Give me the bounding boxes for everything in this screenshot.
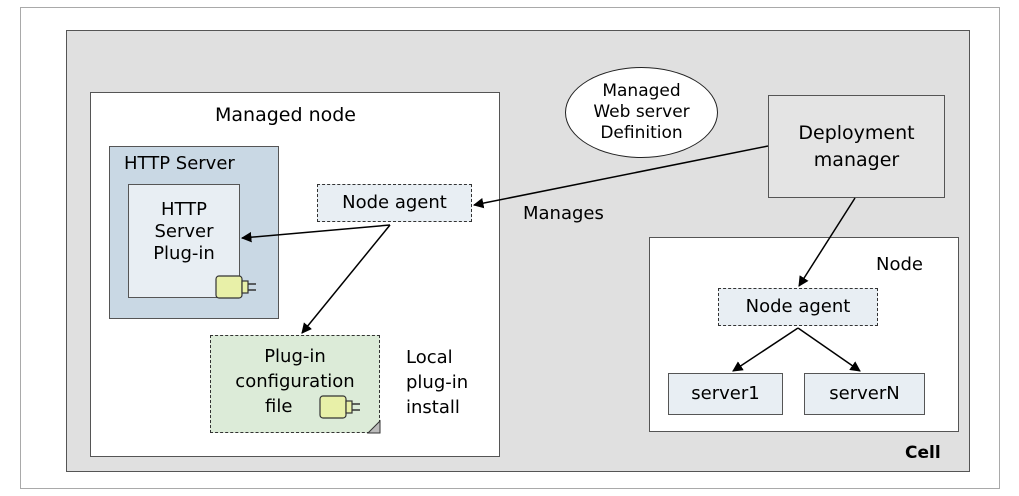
plugin-connector-icon [215, 275, 256, 299]
http-server-plugin-box [128, 184, 240, 298]
serverN-box: serverN [804, 373, 925, 415]
cell-label: Cell [905, 443, 941, 463]
config-file-folded-corner [366, 419, 381, 434]
http-server-plugin-label: HTTP Server Plug-in [153, 199, 215, 264]
deployment-manager-box: Deployment manager [768, 95, 945, 198]
manages-label: Manages [523, 203, 604, 224]
manages-arrow [472, 145, 769, 209]
config-file-label-line2: configuration [235, 371, 355, 392]
managed-node-agent: Node agent [317, 184, 472, 222]
node-agent: Node agent [718, 288, 878, 326]
plugin-configuration-file [210, 335, 380, 433]
local-plugin-install-label: Local plug-in install [406, 347, 469, 418]
config-file-label-line3: file [265, 396, 293, 417]
config-file-connector-icon [319, 395, 360, 419]
nodeagent-to-server1-arrow [732, 327, 799, 372]
outer-frame [20, 7, 1000, 489]
agent-to-plugin-arrow [240, 224, 391, 243]
node-title: Node [876, 254, 923, 275]
http-server-title: HTTP Server [124, 153, 235, 174]
server1-box: server1 [668, 373, 783, 415]
managed-node-title: Managed node [215, 104, 356, 126]
config-file-label-line1: Plug-in [264, 346, 326, 367]
depmgr-to-nodeagent-arrow [798, 197, 856, 287]
nodeagent-to-serverN-arrow [797, 327, 861, 372]
managed-web-server-definition: Managed Web server Definition [565, 67, 718, 158]
agent-to-config-arrow [301, 224, 391, 334]
